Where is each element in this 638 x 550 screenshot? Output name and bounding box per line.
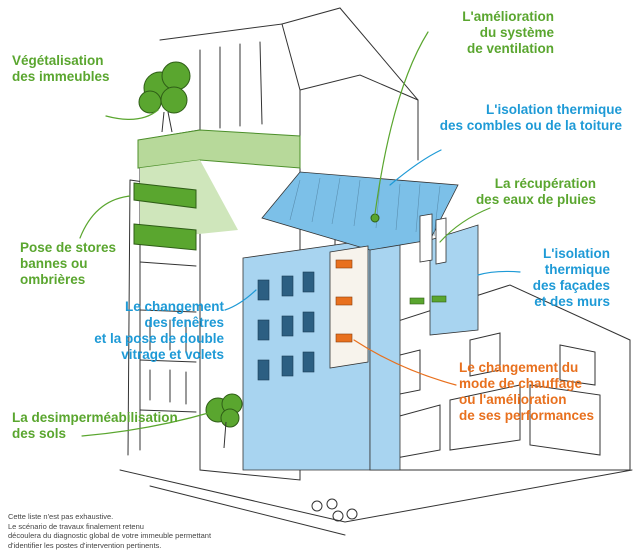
label-isolation-combles-line-1: L'isolation thermique — [410, 102, 622, 118]
footnote-line-2: Le scénario de travaux finalement retenu — [8, 522, 308, 532]
label-fenetres: Le changement des fenêtres et la pose de… — [60, 299, 224, 363]
label-stores-line-1: Pose de stores — [20, 240, 160, 256]
label-isolation-facades-line-2: thermique — [500, 262, 610, 278]
label-fenetres-line-4: vitrage et volets — [60, 347, 224, 363]
label-chauffage-line-2: mode de chauffage — [459, 376, 629, 392]
label-isolation-combles-line-2: des combles ou de la toiture — [410, 118, 622, 134]
bicycle-wheel — [312, 501, 322, 511]
ventilation-unit — [371, 214, 379, 222]
label-isolation-facades-line-3: des façades — [500, 278, 610, 294]
label-ventilation-line-3: de ventilation — [410, 41, 554, 57]
label-stores-line-3: ombrières — [20, 272, 160, 288]
label-eaux-pluies: La récupération des eaux de pluies — [470, 176, 596, 208]
footnote-line-1: Cette liste n'est pas exhaustive. — [8, 512, 308, 522]
label-desimpermeabilisation-line-1: La desimperméabilisation — [12, 410, 212, 426]
label-chauffage-line-3: ou l'amélioration — [459, 392, 629, 408]
green-roof — [138, 130, 300, 168]
label-stores-line-2: bannes ou — [20, 256, 160, 272]
label-fenetres-line-1: Le changement — [60, 299, 224, 315]
label-desimpermeabilisation: La desimperméabilisation des sols — [12, 410, 212, 442]
label-eaux-pluies-line-2: des eaux de pluies — [470, 192, 596, 208]
label-vegetalisation-line-1: Végétalisation — [12, 53, 152, 69]
label-chauffage-line-1: Le changement du — [459, 360, 629, 376]
label-fenetres-line-3: et la pose de double — [60, 331, 224, 347]
label-stores: Pose de stores bannes ou ombrières — [20, 240, 160, 288]
label-chauffage-line-4: de ses performances — [459, 408, 629, 424]
label-isolation-facades: L'isolation thermique des façades et des… — [500, 246, 610, 310]
label-isolation-facades-line-1: L'isolation — [500, 246, 610, 262]
label-isolation-combles: L'isolation thermique des combles ou de … — [410, 102, 622, 134]
footnote: Cette liste n'est pas exhaustive. Le scé… — [8, 512, 308, 550]
label-desimpermeabilisation-line-2: des sols — [12, 426, 212, 442]
label-ventilation-line-1: L'amélioration — [410, 9, 554, 25]
footnote-line-4: d'identifier les postes d'intervention p… — [8, 541, 308, 550]
label-isolation-facades-line-4: et des murs — [500, 294, 610, 310]
label-vegetalisation: Végétalisation des immeubles — [12, 53, 152, 85]
label-ventilation: L'amélioration du système de ventilation — [410, 9, 554, 57]
label-vegetalisation-line-2: des immeubles — [12, 69, 152, 85]
label-fenetres-line-2: des fenêtres — [60, 315, 224, 331]
label-ventilation-line-2: du système — [410, 25, 554, 41]
footnote-line-3: découlera du diagnostic global de votre … — [8, 531, 308, 541]
leader-stores — [80, 196, 130, 238]
label-chauffage: Le changement du mode de chauffage ou l'… — [459, 360, 629, 424]
label-eaux-pluies-line-1: La récupération — [470, 176, 596, 192]
